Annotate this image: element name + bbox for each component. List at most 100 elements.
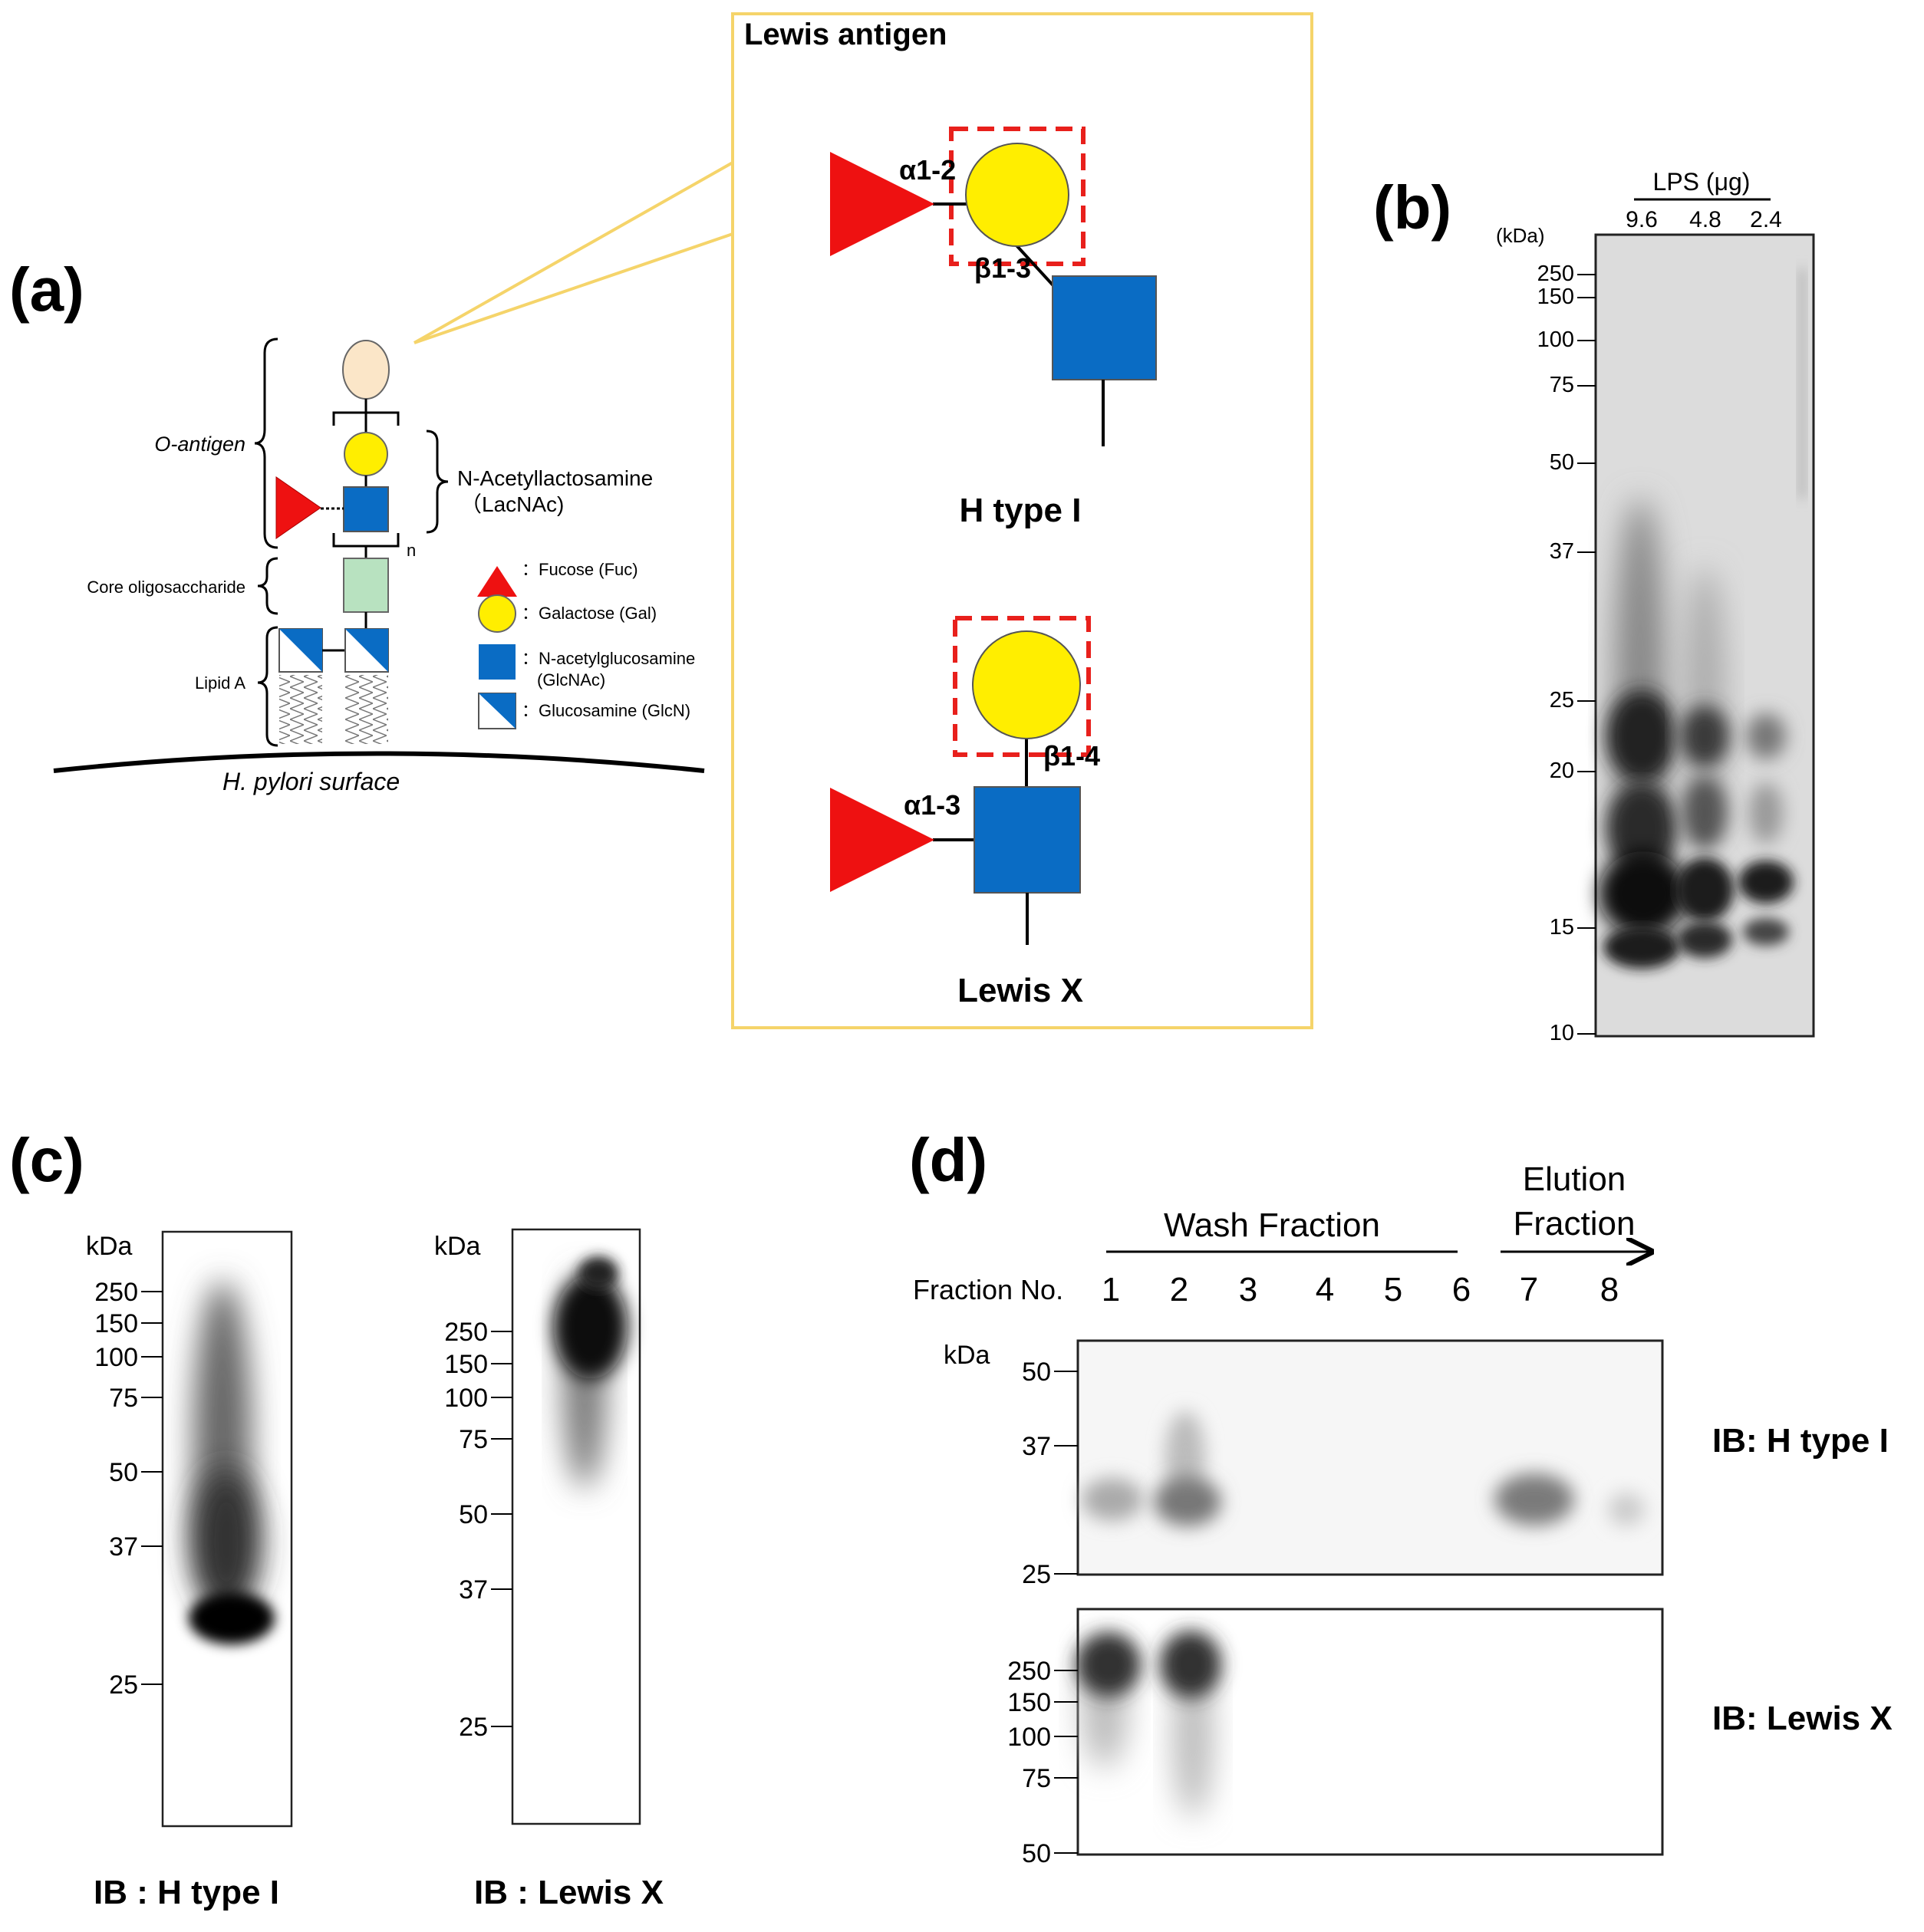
c-blot1-marker-37: 37 [109, 1532, 138, 1562]
callout-line-upper [413, 161, 733, 344]
lacnac-label-1: N-Acetyllactosamine [457, 466, 653, 490]
panel-d-label: (d) [909, 1126, 987, 1194]
lewis-antigen-inset: Lewis antigen α1-2 β1-3 H type I [731, 12, 1313, 1029]
d-bottom-band-1 [1076, 1632, 1141, 1697]
panel-d: (d) Wash Fraction Elution Fraction Fract… [909, 1126, 1893, 1868]
lipid-a-glcn-left [278, 628, 323, 673]
b-lane3-band-14 [1743, 918, 1789, 946]
b-marker-75: 75 [1550, 373, 1574, 397]
lewis-x-structure: α1-3 β1-4 Lewis X [830, 616, 1100, 1009]
c-blot1-band [189, 1592, 275, 1644]
membrane-surface [53, 751, 705, 773]
lewis-x-galactose [972, 630, 1081, 739]
d-bottom-marker-75: 75 [1022, 1764, 1051, 1793]
c-blot2-band [554, 1275, 628, 1379]
o-antigen-label: O-antigen [154, 433, 245, 456]
c-blot1-caption: IB : H type I [94, 1874, 279, 1911]
h-type-i-fucose [830, 152, 934, 256]
repeat-n-label: n [407, 541, 416, 560]
d-top-caption: IB: H type I [1712, 1422, 1889, 1460]
b-unit-label: (kDa) [1496, 224, 1545, 247]
d-fraction-5: 5 [1384, 1271, 1402, 1308]
b-marker-10: 10 [1550, 1021, 1574, 1045]
h-type-i-beta-linkage: β1-3 [974, 252, 1031, 284]
d-fraction-2: 2 [1170, 1271, 1188, 1308]
panel-c: (c) kDa 250 150 100 75 50 37 25 IB : H t… [9, 1126, 664, 1911]
legend-fucose-label: ：Fucose (Fuc) [522, 560, 638, 579]
legend-fucose-icon [477, 566, 517, 597]
c-blot2-marker-100: 100 [444, 1384, 488, 1413]
c-blot1-marker-150: 150 [94, 1309, 138, 1338]
legend-galactose-icon [478, 594, 516, 633]
repeat-bracket-top [332, 411, 400, 426]
b-lane2-band-25 [1680, 706, 1729, 767]
d-bottom-band-2 [1160, 1631, 1221, 1698]
galactose-unit [344, 432, 388, 476]
d-bottom-marker-50: 50 [1022, 1839, 1051, 1868]
b-lane1-band-17 [1599, 851, 1688, 936]
legend-galactose-label: ：Galactose (Gal) [522, 604, 657, 623]
d-elution-label-2: Fraction [1514, 1205, 1636, 1242]
d-top-blot-signal [1082, 1411, 1645, 1526]
panel-a-label: (a) [9, 255, 84, 324]
c-blot2-marker-150: 150 [444, 1350, 488, 1379]
d-top-band-2 [1154, 1477, 1221, 1526]
b-ladder [1799, 268, 1805, 499]
c-blot1-markers: 250 150 100 75 50 37 25 [94, 1278, 163, 1700]
lane-label-2: 4.8 [1689, 207, 1721, 232]
b-marker-20: 20 [1550, 759, 1574, 783]
h-type-i-galactose [965, 143, 1069, 247]
b-lane2-band-14 [1677, 921, 1732, 958]
h-type-i-glcnac [1052, 275, 1157, 380]
c-blot2-marker-25: 25 [459, 1713, 488, 1742]
c-blot1-smear-lower [192, 1469, 261, 1614]
d-fraction-8: 8 [1600, 1271, 1619, 1308]
lacnac-label-2: （LacNAc) [460, 492, 564, 516]
b-lane1-band-25 [1606, 690, 1677, 782]
d-wash-label: Wash Fraction [1164, 1206, 1380, 1244]
c-blot1-marker-100: 100 [94, 1343, 138, 1372]
d-bottom-caption: IB: Lewis X [1712, 1700, 1893, 1737]
d-top-marker-25: 25 [1022, 1560, 1051, 1589]
legend-glcnac-label-1: ：N-acetylglucosamine [522, 649, 695, 668]
panel-b-label: (b) [1373, 173, 1451, 242]
c-blot2-markers: 250 150 100 75 50 37 25 [444, 1318, 512, 1742]
d-bottom-marker-100: 100 [1007, 1723, 1051, 1752]
b-lane1-band-14 [1603, 926, 1680, 969]
sugar-legend: ：Fucose (Fuc) ：Galactose (Gal) ：N-acetyl… [477, 560, 695, 729]
c-blot2-marker-250: 250 [444, 1318, 488, 1347]
inset-title: Lewis antigen [744, 18, 947, 51]
d-top-band-7 [1494, 1473, 1574, 1526]
d-top-band-8 [1608, 1493, 1645, 1526]
lewis-x-glcnac [974, 786, 1081, 894]
lewis-x-alpha-linkage: α1-3 [904, 789, 960, 821]
d-elution-label-1: Elution [1523, 1160, 1626, 1198]
d-top-markers: 50 37 25 [1022, 1358, 1078, 1589]
core-label: Core oligosaccharide [87, 578, 245, 597]
b-marker-37: 37 [1550, 539, 1574, 564]
d-top-marker-50: 50 [1022, 1358, 1051, 1387]
lipid-chains-right [345, 675, 388, 744]
fucose-unit [275, 476, 321, 539]
brace-core [257, 557, 278, 615]
h-type-i-alpha-linkage: α1-2 [899, 154, 956, 186]
d-top-marker-37: 37 [1022, 1432, 1051, 1461]
d-fraction-no-label: Fraction No. [913, 1274, 1063, 1305]
lane-label-3: 2.4 [1750, 207, 1782, 232]
c-blot1-marker-50: 50 [109, 1458, 138, 1487]
d-bottom-markers: 250 150 100 75 50 [1007, 1657, 1078, 1868]
panel-a: (a) n O-an [9, 12, 1313, 1029]
lipid-a-label: Lipid A [195, 673, 245, 693]
b-marker-150: 150 [1537, 285, 1574, 309]
brace-lacnac [426, 430, 449, 534]
d-fraction-4: 4 [1316, 1271, 1334, 1308]
panel-b: (b) LPS (μg) 9.6 4.8 2.4 (kDa) [1373, 168, 1815, 1045]
lewis-x-name: Lewis X [957, 972, 1083, 1009]
callout-line-lower [413, 232, 733, 344]
c-blot2-marker-50: 50 [459, 1500, 488, 1529]
repeat-bracket-bottom [332, 533, 400, 548]
d-unit-label: kDa [944, 1341, 990, 1370]
d-bottom-marker-150: 150 [1007, 1688, 1051, 1717]
h-type-i-dashed-box [949, 127, 1086, 266]
c-blot1-unit: kDa [86, 1232, 133, 1261]
